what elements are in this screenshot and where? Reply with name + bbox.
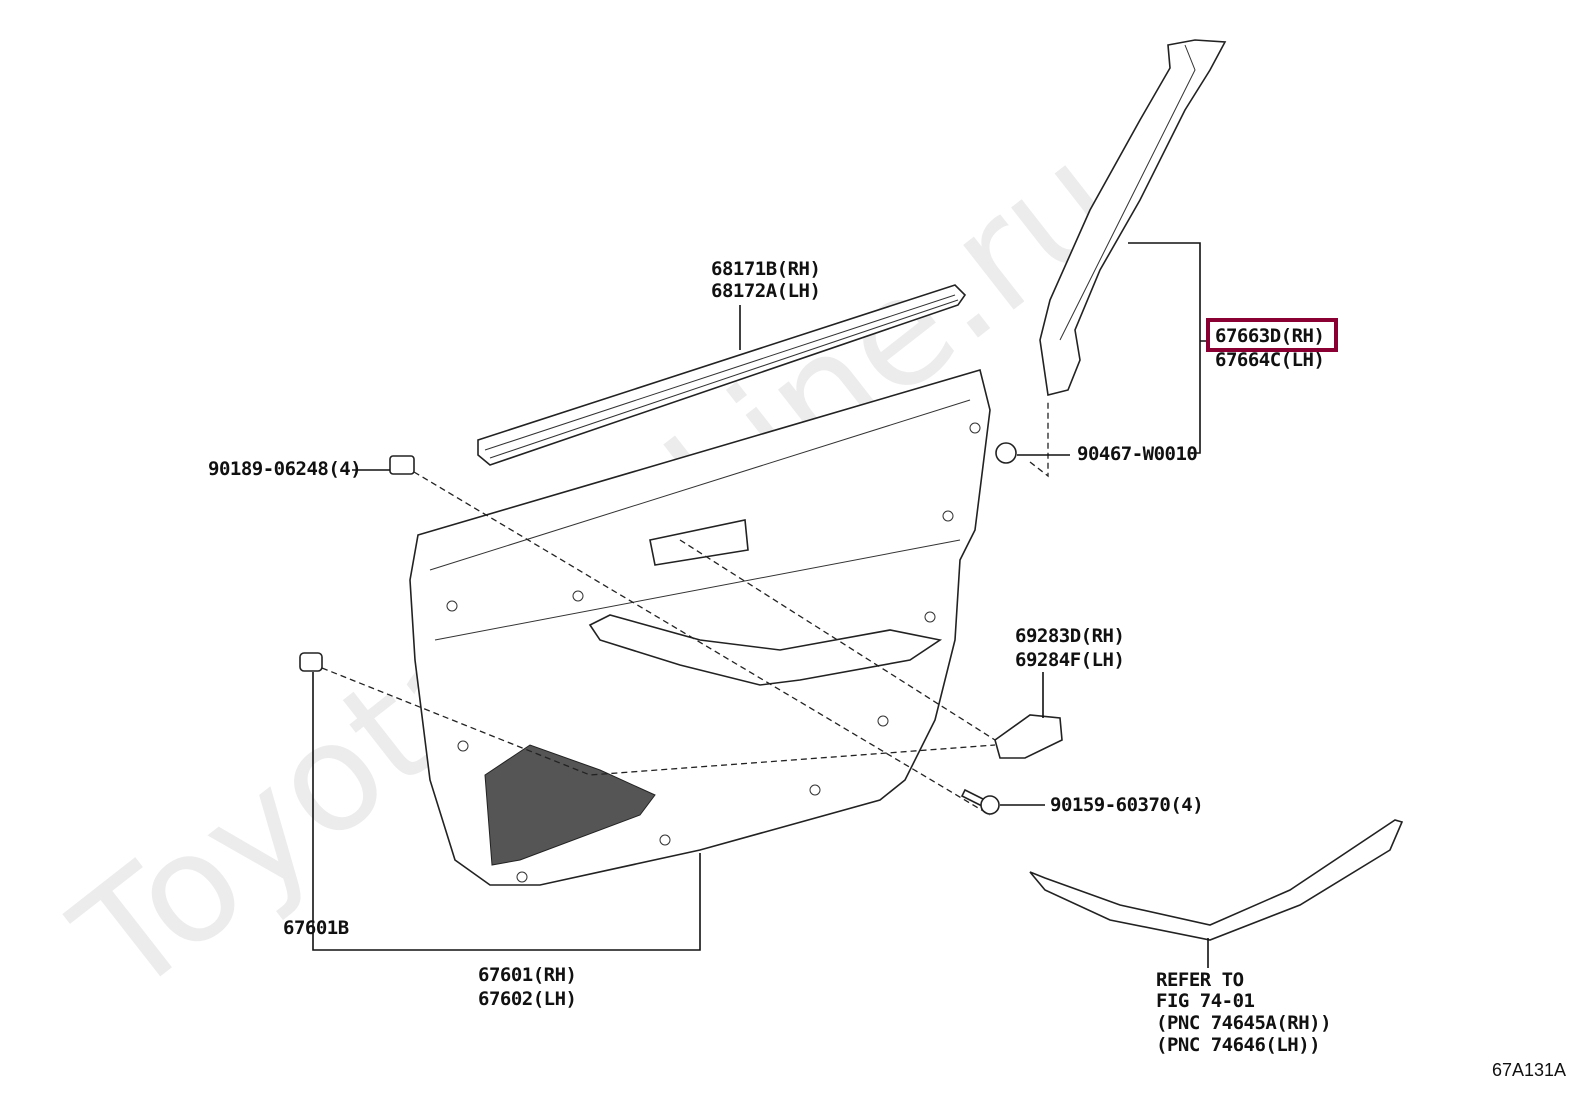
label-67601b[interactable]: 67601B [283,917,349,939]
label-90159[interactable]: 90159-60370(4) [1050,794,1204,816]
belt-molding-part[interactable] [477,284,967,466]
pillar-clip-part[interactable] [995,442,1017,464]
pillar-garnish-part[interactable] [1039,39,1227,396]
figure-code: 67A131A [1492,1060,1566,1080]
refer-note-line: (PNC 74645A(RH)) [1156,1012,1331,1034]
label-90467[interactable]: 90467-W0010 [1077,443,1198,465]
label-90189[interactable]: 90189-06248(4) [208,458,362,480]
label-69284f[interactable]: 69284F(LH) [1015,649,1125,671]
label-67663d[interactable]: 67663D(RH) [1215,325,1325,347]
panel-clip-part[interactable] [389,455,415,475]
screw-part[interactable] [960,788,1000,815]
switch-bezel [649,519,749,566]
armrest [588,614,943,686]
highlight-box [1206,318,1338,352]
refer-note-line[interactable]: FIG 74-01 [1156,990,1255,1012]
ornament-part[interactable] [1029,819,1404,941]
label-68172a[interactable]: 68172A(LH) [711,280,821,302]
pull-handle-cover-part[interactable] [994,714,1063,759]
label-68171b[interactable]: 68171B(RH) [711,258,821,280]
label-67601[interactable]: 67601(RH) [478,964,577,986]
label-69283d[interactable]: 69283D(RH) [1015,625,1125,647]
label-67602[interactable]: 67602(LH) [478,988,577,1010]
refer-note-line: REFER TO [1156,969,1244,991]
speaker-grille [484,744,656,866]
label-67664c[interactable]: 67664C(LH) [1215,349,1325,371]
board-clip-part[interactable] [299,652,323,672]
refer-note-line: (PNC 74646(LH)) [1156,1034,1320,1056]
